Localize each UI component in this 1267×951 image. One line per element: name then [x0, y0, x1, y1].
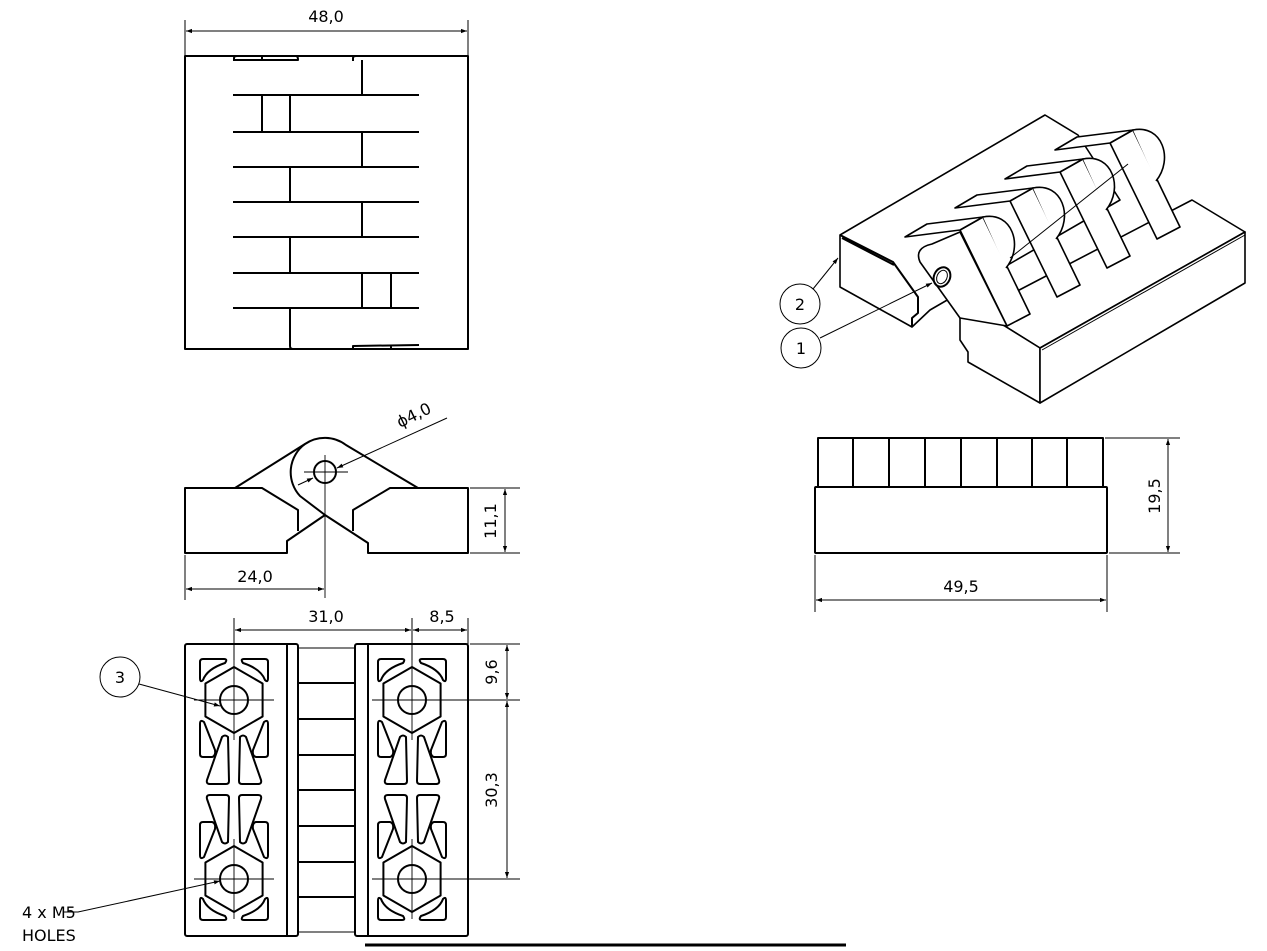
top-view: 48,0 [184, 7, 469, 350]
isometric-view: 2 1 [779, 114, 1246, 404]
bottom-tab-right [352, 344, 420, 349]
iso-left-leaf-chamfer [839, 234, 919, 327]
hex-hole-group [372, 794, 452, 921]
iso-knuckle [904, 215, 1031, 327]
side-slot [377, 821, 395, 860]
relief-pockets [416, 658, 447, 785]
rib-slot [205, 734, 230, 785]
iso-knuckle-tab [954, 187, 1034, 209]
knuckle-profile [234, 436, 419, 489]
dim-spacing-label: 31,0 [308, 607, 344, 626]
knuckle-arc [289, 443, 326, 516]
relief-pockets [199, 794, 230, 921]
side-slot [199, 719, 217, 758]
corner-pocket [240, 658, 269, 683]
relief-pockets [377, 794, 408, 921]
holes-note-line1: 4 x M5 [22, 903, 76, 922]
rib-slot [238, 734, 263, 785]
rib-slot [383, 734, 408, 785]
knuckle-lines [233, 94, 419, 309]
dim-line-diameter [336, 417, 448, 469]
balloon-3-label: 3 [115, 668, 125, 687]
balloon-1-label: 1 [796, 339, 806, 358]
side-slot [251, 821, 269, 860]
balloon-3 [99, 656, 141, 698]
rib-slot [238, 794, 263, 845]
end-view-base [814, 486, 1108, 554]
corner-pocket [199, 896, 228, 921]
rib-slot [416, 794, 441, 845]
knuckle-bars [298, 647, 355, 933]
rib-slot [416, 734, 441, 785]
rib-slot [383, 794, 408, 845]
dim-line-diameter-tail [297, 477, 314, 486]
iso-knuckle-barrel [1032, 186, 1066, 240]
corner-pocket [377, 658, 406, 683]
balloon-3-leader [138, 683, 221, 707]
top-tab-left [233, 55, 299, 61]
relief-pockets [377, 658, 408, 785]
side-slot [251, 719, 269, 758]
dim-hole-pitch-label: 30,3 [482, 772, 501, 808]
iso-pin-hole-inner [936, 269, 948, 285]
left-leaf-profile [184, 487, 326, 554]
corner-pocket [418, 658, 447, 683]
iso-front-eye [917, 231, 1008, 327]
bottom-view: 31,0 8,5 9,6 30,3 3 4 x M5 HOLES [22, 607, 520, 945]
iso-knuckle-tab [1054, 129, 1134, 151]
iso-pin-hole [932, 266, 952, 288]
relief-pockets [199, 658, 230, 785]
balloon-2 [779, 283, 821, 325]
holes-note-line2: HOLES [22, 926, 76, 945]
holes-note-leader [64, 880, 221, 913]
right-leaf-profile [324, 487, 469, 554]
dim-height-label: 11,1 [481, 503, 500, 539]
hex-hole-group [194, 794, 274, 921]
top-view-outline [184, 55, 469, 350]
corner-pocket [377, 896, 406, 921]
iso-knuckle-tab [1004, 158, 1084, 180]
iso-right-leaf-edge [1041, 234, 1246, 351]
iso-pin-axis [1009, 163, 1129, 259]
hex-hole-group [194, 658, 274, 785]
iso-knuckle-tab [904, 216, 984, 238]
rib-slot [205, 794, 230, 845]
dim-width-label: 48,0 [308, 7, 344, 26]
dim-end-height-label: 19,5 [1145, 478, 1164, 514]
relief-pockets [238, 794, 269, 921]
balloon-1-leader [819, 282, 933, 339]
iso-knuckle-barrel [1132, 128, 1166, 182]
side-slot [199, 821, 217, 860]
side-view: ϕ4,0 11,1 24,0 [184, 399, 520, 600]
iso-knuckle [1004, 157, 1131, 269]
top-tab-right [352, 55, 357, 61]
iso-knuckle-barrel [1082, 157, 1116, 211]
corner-pocket [240, 896, 269, 921]
iso-knuckle [954, 186, 1081, 298]
knuckle-dividers [852, 438, 1068, 487]
relief-pockets [416, 794, 447, 921]
side-slot [377, 719, 395, 758]
dim-edge-label: 8,5 [429, 607, 454, 626]
knuckle-edges [261, 60, 392, 345]
iso-knuckle [1054, 128, 1181, 240]
dim-top-offset-label: 9,6 [482, 659, 501, 684]
balloon-1 [780, 327, 822, 369]
iso-knuckle-barrel [982, 215, 1016, 269]
side-slot [429, 719, 447, 758]
dim-pivot-label: 24,0 [237, 567, 273, 586]
bottom-tab-left [289, 345, 294, 350]
balloon-2-label: 2 [795, 295, 805, 314]
dim-end-length-label: 49,5 [943, 577, 979, 596]
hex-hole-group [372, 658, 452, 785]
relief-pockets [238, 658, 269, 785]
side-slot [429, 821, 447, 860]
corner-pocket [199, 658, 228, 683]
iso-right-leaf-side [1039, 231, 1246, 404]
end-view: 19,5 49,5 [814, 437, 1180, 612]
iso-knuckles [904, 128, 1181, 327]
balloon-2-leader [812, 257, 839, 290]
hex-nut-pockets [194, 658, 452, 921]
corner-pocket [418, 896, 447, 921]
